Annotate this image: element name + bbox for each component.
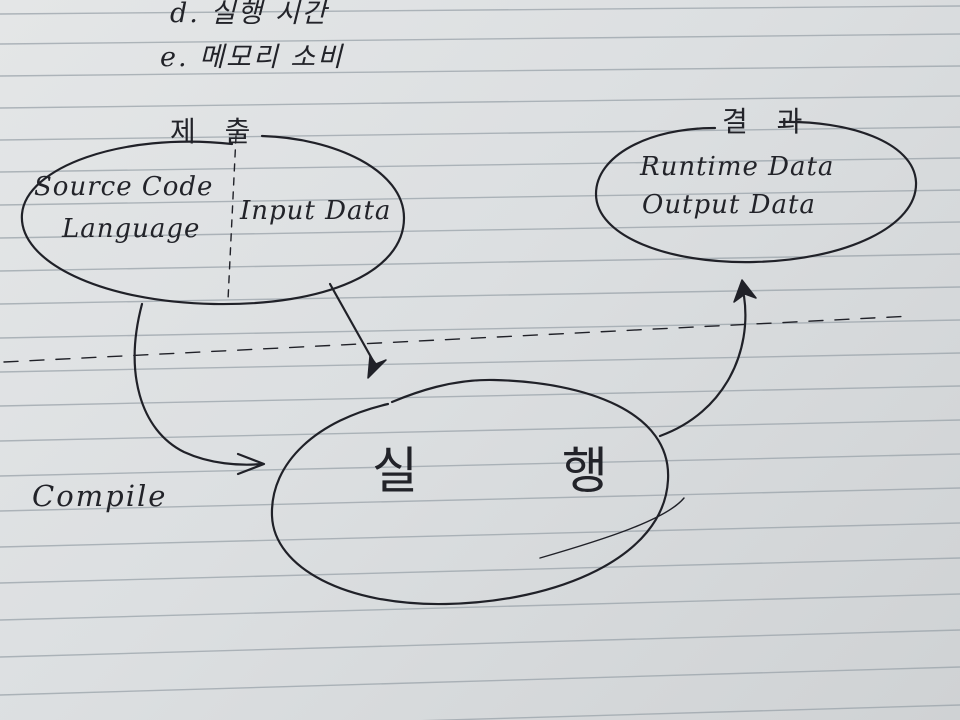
note-item-d: d. 실행 시간 [170,0,329,29]
ruled-line [0,5,960,15]
result-arrow-head [733,279,757,303]
ruled-line [0,221,960,239]
runtime-data-label: Runtime Data [640,152,835,182]
input-arrow-head [367,355,387,379]
note-item-e: e. 메모리 소비 [160,42,344,73]
separator-line [3,315,913,363]
ruled-line [0,286,960,305]
output-data-label: Output Data [642,190,816,220]
source-code-label: Source Code [34,172,214,202]
ruled-line [0,385,960,407]
ruled-line [0,557,960,584]
result-ellipse [594,120,918,264]
ruled-line [0,522,960,548]
compile-arrow-shaft [133,302,264,466]
ruled-line [0,319,960,339]
execute-ellipse [270,378,670,606]
ruled-line [0,189,960,206]
ruled-line [0,157,960,173]
ruled-line [0,487,960,512]
ruled-line [0,65,960,77]
submit-title: 제 출 [170,115,261,148]
ruled-line [0,453,960,477]
input-arrow-shaft [328,282,378,368]
submit-ellipse [20,134,406,306]
execute-title: 실 행 [372,442,672,500]
ruled-line [0,352,960,373]
compile-arrow-head [236,452,266,476]
ruled-line [0,593,960,621]
result-arrow-shaft [658,294,747,438]
ruled-line [0,95,960,109]
input-data-label: Input Data [240,196,392,226]
ruled-line [421,704,960,720]
ruled-line [0,253,960,272]
language-label: Language [62,214,201,244]
ruled-line [0,629,960,658]
submit-divider [227,135,237,301]
compile-label: Compile [32,479,168,513]
execute-ellipse-overstroke [539,497,685,559]
result-title: 결 과 [722,105,813,138]
ruled-line [0,666,960,696]
ruled-line [0,33,960,45]
ruled-line [0,126,960,141]
ruled-line [0,419,960,442]
